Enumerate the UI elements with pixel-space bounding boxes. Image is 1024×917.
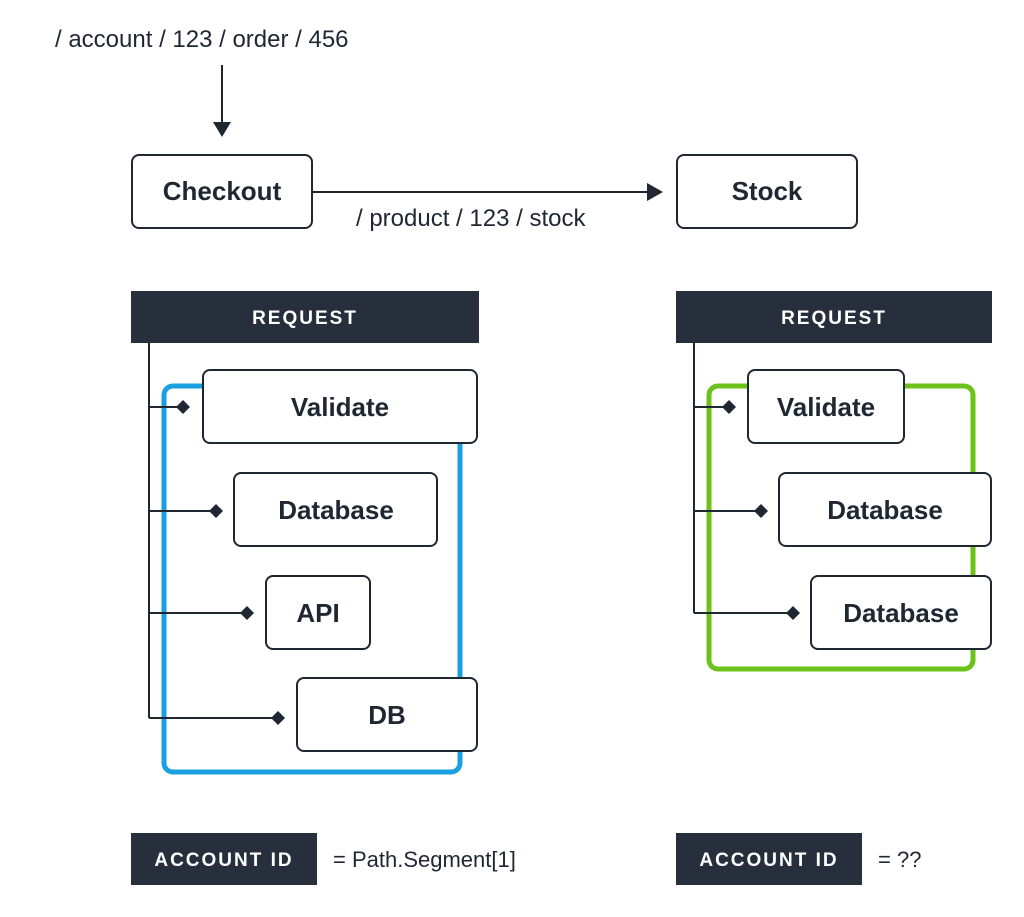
left-branch-diamond xyxy=(240,606,254,620)
right-account-id-expression: = ?? xyxy=(878,847,921,872)
left-step-database xyxy=(233,472,438,547)
incoming-path-label: / account / 123 / order / 456 xyxy=(55,26,349,53)
left-step-validate xyxy=(202,369,478,444)
right-step-label: Validate xyxy=(777,392,875,422)
left-step-label: DB xyxy=(368,700,406,730)
checkout-label: Checkout xyxy=(163,176,282,206)
left-branch-diamond xyxy=(271,711,285,725)
left-account-id-badge xyxy=(131,833,317,885)
left-step-db xyxy=(296,677,478,752)
left-account-id-badge-label: ACCOUNT ID xyxy=(154,850,293,871)
right-step-label: Database xyxy=(843,598,959,628)
left-account-id-expression: = Path.Segment[1] xyxy=(333,847,516,872)
right-step-database xyxy=(778,472,992,547)
right-branch-diamond xyxy=(786,606,800,620)
right-request-header-label: REQUEST xyxy=(781,308,887,329)
left-step-label: API xyxy=(296,598,339,628)
right-step-database-2 xyxy=(810,575,992,650)
left-request-header xyxy=(131,291,479,343)
down-arrow-head xyxy=(213,122,231,137)
service-call-arrow-head xyxy=(647,183,663,201)
right-step-validate xyxy=(747,369,905,444)
left-step-label: Validate xyxy=(291,392,389,422)
right-pipeline: REQUEST Validate Database Database ACCOU… xyxy=(676,291,992,885)
right-request-header xyxy=(676,291,992,343)
left-request-header-label: REQUEST xyxy=(252,308,358,329)
right-account-id-badge-label: ACCOUNT ID xyxy=(699,850,838,871)
stock-node: Stock xyxy=(676,154,858,229)
left-step-label: Database xyxy=(278,495,394,525)
right-branch-diamond xyxy=(722,400,736,414)
left-branch-diamond xyxy=(176,400,190,414)
stock-label: Stock xyxy=(732,176,803,206)
left-step-api xyxy=(265,575,371,650)
right-branch-diamond xyxy=(754,504,768,518)
left-branch-diamond xyxy=(209,504,223,518)
right-step-label: Database xyxy=(827,495,943,525)
right-account-id-badge xyxy=(676,833,862,885)
left-pipeline: REQUEST Validate Database API DB ACCOUNT… xyxy=(131,291,516,885)
service-call-path-label: / product / 123 / stock xyxy=(356,205,586,232)
checkout-node: Checkout xyxy=(131,154,313,229)
